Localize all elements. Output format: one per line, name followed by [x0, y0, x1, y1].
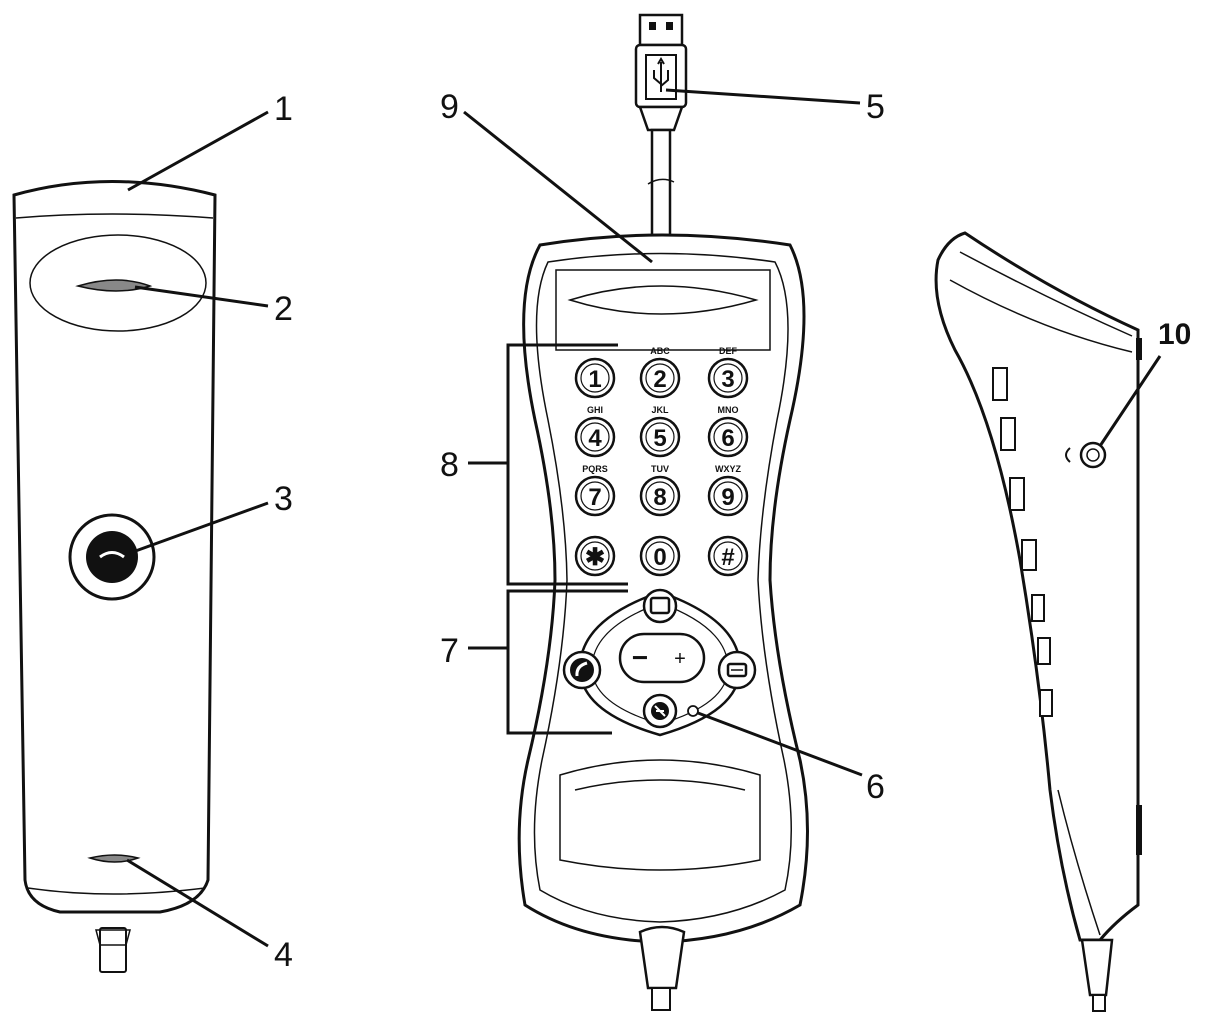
- callout-1: 1: [274, 90, 293, 128]
- phone-icon: [575, 661, 588, 677]
- keypad-key[interactable]: 2 ABC: [639, 346, 681, 399]
- keypad-key[interactable]: 5 JKL: [639, 405, 681, 458]
- keypad-key[interactable]: 3 DEF: [707, 346, 749, 399]
- callout-2: 2: [274, 290, 293, 328]
- keypad-key-letters: TUV: [651, 464, 669, 474]
- handset-back-view: [12, 180, 217, 973]
- keypad-key-digit: 4: [588, 425, 602, 452]
- callout-4: 4: [274, 936, 293, 974]
- contacts-button[interactable]: [642, 588, 678, 624]
- keypad-key-letters: PQRS: [582, 464, 608, 474]
- keypad-key-digit: 5: [653, 425, 666, 452]
- bracket-nav: [506, 589, 628, 735]
- keypad-key-digit: 3: [721, 366, 734, 393]
- keypad-key[interactable]: 7 PQRS: [574, 464, 616, 517]
- keypad-key[interactable]: 6 MNO: [707, 405, 749, 458]
- callout-5: 5: [866, 88, 885, 126]
- keypad-key-letters: GHI: [587, 405, 603, 415]
- keypad-key-digit: 0: [653, 544, 666, 571]
- keypad-key-digit: 6: [721, 425, 734, 452]
- call-button[interactable]: [562, 650, 602, 690]
- ringer-button[interactable]: [86, 531, 138, 583]
- handset-side-view: [934, 231, 1142, 1012]
- callout-8: 8: [440, 446, 459, 484]
- keypad-key-letters: DEF: [719, 346, 738, 356]
- keypad-key-digit: #: [721, 544, 734, 571]
- callout-9: 9: [440, 88, 459, 126]
- callout-7: 7: [440, 632, 459, 670]
- keypad-key-digit: 8: [653, 484, 666, 511]
- mute-icon: [654, 705, 666, 717]
- usb-plug: [634, 13, 688, 242]
- mute-button[interactable]: [642, 693, 678, 729]
- keypad-key-letters: WXYZ: [715, 464, 742, 474]
- side-buttons: [992, 367, 1053, 717]
- keypad-key-digit: 7: [588, 484, 601, 511]
- earpiece-grille: [75, 279, 153, 292]
- callout-3: 3: [274, 480, 293, 518]
- keypad-key[interactable]: 0: [639, 535, 681, 577]
- microphone-grille: [87, 854, 141, 863]
- keypad-key-digit: 2: [653, 366, 666, 393]
- volume-up-label: +: [674, 648, 686, 670]
- keypad-key-digit: 9: [721, 484, 734, 511]
- keypad-key-digit: 1: [588, 366, 601, 393]
- keypad: 1 2 ABC 3 DEF 4 GHI 5 JKL 6 MNO 7 PQRS 8 TUV 9 WXYZ ✱ 0 #: [574, 346, 749, 577]
- status-led: [687, 705, 699, 717]
- usb-icon: [653, 57, 669, 92]
- callout-10: 10: [1158, 318, 1191, 351]
- keypad-key-letters: JKL: [651, 405, 669, 415]
- callout-6: 6: [866, 768, 885, 806]
- keypad-key[interactable]: #: [707, 535, 749, 577]
- keypad-key[interactable]: ✱: [574, 535, 616, 577]
- navigation-pad: − +: [562, 588, 757, 737]
- volume-rocker[interactable]: [618, 632, 706, 684]
- keypad-key[interactable]: 1: [574, 357, 616, 399]
- handset-front-view: [517, 13, 809, 1011]
- headset-icon: [1065, 447, 1071, 463]
- cable-stub: [99, 927, 127, 973]
- keypad-key-letters: ABC: [650, 346, 670, 356]
- keypad-key[interactable]: 4 GHI: [574, 405, 616, 458]
- menu-button[interactable]: [717, 650, 757, 690]
- contacts-icon: [649, 596, 671, 615]
- keypad-key[interactable]: 9 WXYZ: [707, 464, 749, 517]
- keypad-key-letters: MNO: [718, 405, 739, 415]
- keypad-key-digit: ✱: [585, 544, 605, 571]
- volume-down-label: −: [632, 642, 648, 673]
- keypad-key[interactable]: 8 TUV: [639, 464, 681, 517]
